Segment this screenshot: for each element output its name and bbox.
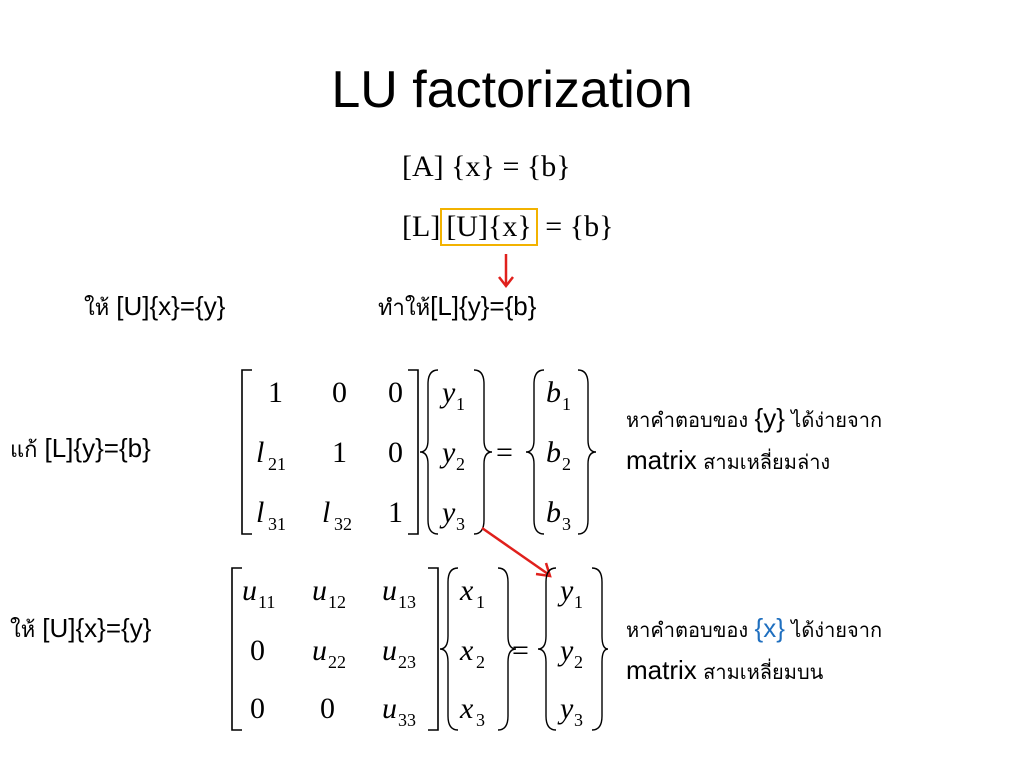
- u-23-sub: 23: [398, 652, 416, 672]
- u-13: u: [382, 574, 397, 607]
- y3-sub: 3: [456, 514, 465, 534]
- l-21-sub: 21: [268, 454, 286, 474]
- b3-sub: 3: [562, 514, 571, 534]
- u-13-sub: 13: [398, 592, 416, 612]
- l-33: 1: [388, 496, 403, 529]
- y1-sub: 1: [574, 592, 583, 612]
- right-brace: [497, 567, 517, 731]
- equals-sign: =: [502, 150, 520, 183]
- u-22: u: [312, 634, 327, 667]
- y3-sub: 3: [574, 710, 583, 730]
- left-bracket: [241, 369, 252, 535]
- u-12: u: [312, 574, 327, 607]
- l-32-sub: 32: [334, 514, 352, 534]
- equals-sign: =: [496, 436, 513, 469]
- equals-sign: =: [545, 210, 563, 243]
- y1-sub: 1: [456, 394, 465, 414]
- label-let-ux-y-2: ให้ [U]{x}={y}: [10, 613, 152, 643]
- x3-sub: 3: [476, 710, 485, 730]
- y2-sub: 2: [456, 454, 465, 474]
- left-brace: [419, 369, 439, 535]
- upper-triangular-system: u 11 u 12 u 13 0 u 22 u 23 0 0 u 33 x 1 …: [231, 567, 609, 731]
- lower-triangular-system: 1 0 0 l 21 1 0 l 31 l 32 1 y 1 y 2 y 3 =…: [241, 369, 597, 535]
- y3: y: [439, 496, 456, 529]
- b1: b: [546, 376, 561, 409]
- label-then-ly-b: ทำให้[L]{y}={b}: [378, 291, 537, 321]
- arrow-diagonal-icon: [481, 526, 552, 578]
- matrix-a: [A]: [402, 150, 444, 183]
- var-x: {x}: [754, 613, 785, 643]
- y2: y: [439, 436, 456, 469]
- x1: x: [459, 574, 474, 607]
- right-bracket: [408, 369, 419, 535]
- b1-sub: 1: [562, 394, 571, 414]
- vector-b: {b}: [569, 210, 614, 243]
- u-33: u: [382, 692, 397, 725]
- l-11: 1: [268, 376, 283, 409]
- matrix-l: [L]: [402, 210, 441, 243]
- x1-sub: 1: [476, 592, 485, 612]
- x2: x: [459, 634, 474, 667]
- left-brace: [439, 567, 459, 731]
- b2-sub: 2: [562, 454, 571, 474]
- l-22: 1: [332, 436, 347, 469]
- equals-sign: =: [512, 634, 529, 667]
- u-11-sub: 11: [258, 592, 275, 612]
- l-32: l: [322, 496, 330, 529]
- vector-b: {b}: [526, 150, 571, 183]
- l-12: 0: [332, 376, 347, 409]
- left-bracket: [231, 567, 242, 731]
- u-22-sub: 22: [328, 652, 346, 672]
- right-brace: [473, 369, 493, 535]
- y2-sub: 2: [574, 652, 583, 672]
- l-23: 0: [388, 436, 403, 469]
- page-title: LU factorization: [331, 61, 693, 119]
- matrix-u: [U]: [446, 210, 488, 243]
- note-upper-triangular: หาคำตอบของ {x} ได้ง่ายจาก matrix สามเหลี…: [626, 613, 883, 685]
- right-brace: [591, 567, 609, 731]
- equation-lux-b: [L][U]{x} = {b}: [402, 208, 614, 246]
- left-brace: [537, 567, 557, 731]
- equation-ax-b: [A] {x} = {b}: [402, 150, 571, 184]
- y3: y: [557, 692, 574, 725]
- y1: y: [439, 376, 456, 409]
- right-bracket: [428, 567, 439, 731]
- left-brace: [525, 369, 545, 535]
- u-31: 0: [250, 692, 265, 725]
- x3: x: [459, 692, 474, 725]
- var-y: {y}: [754, 403, 785, 433]
- vector-x: {x}: [451, 150, 495, 183]
- y2: y: [557, 634, 574, 667]
- vector-x: {x}: [487, 210, 532, 243]
- label-solve-ly-b: แก้ [L]{y}={b}: [10, 433, 151, 463]
- u-32: 0: [320, 692, 335, 725]
- right-brace: [577, 369, 597, 535]
- u-11: u: [242, 574, 257, 607]
- x2-sub: 2: [476, 652, 485, 672]
- l-21: l: [256, 436, 264, 469]
- highlight-ux: [U]{x}: [440, 208, 538, 246]
- l-13: 0: [388, 376, 403, 409]
- u-12-sub: 12: [328, 592, 346, 612]
- l-31-sub: 31: [268, 514, 286, 534]
- u-21: 0: [250, 634, 265, 667]
- b3: b: [546, 496, 561, 529]
- label-let-ux-y: ให้ [U]{x}={y}: [84, 291, 226, 321]
- arrow-down-icon: [498, 254, 514, 289]
- u-23: u: [382, 634, 397, 667]
- u-33-sub: 33: [398, 710, 416, 730]
- note-lower-triangular: หาคำตอบของ {y} ได้ง่ายจาก matrix สามเหลี…: [626, 403, 883, 475]
- b2: b: [546, 436, 561, 469]
- l-31: l: [256, 496, 264, 529]
- y1: y: [557, 574, 574, 607]
